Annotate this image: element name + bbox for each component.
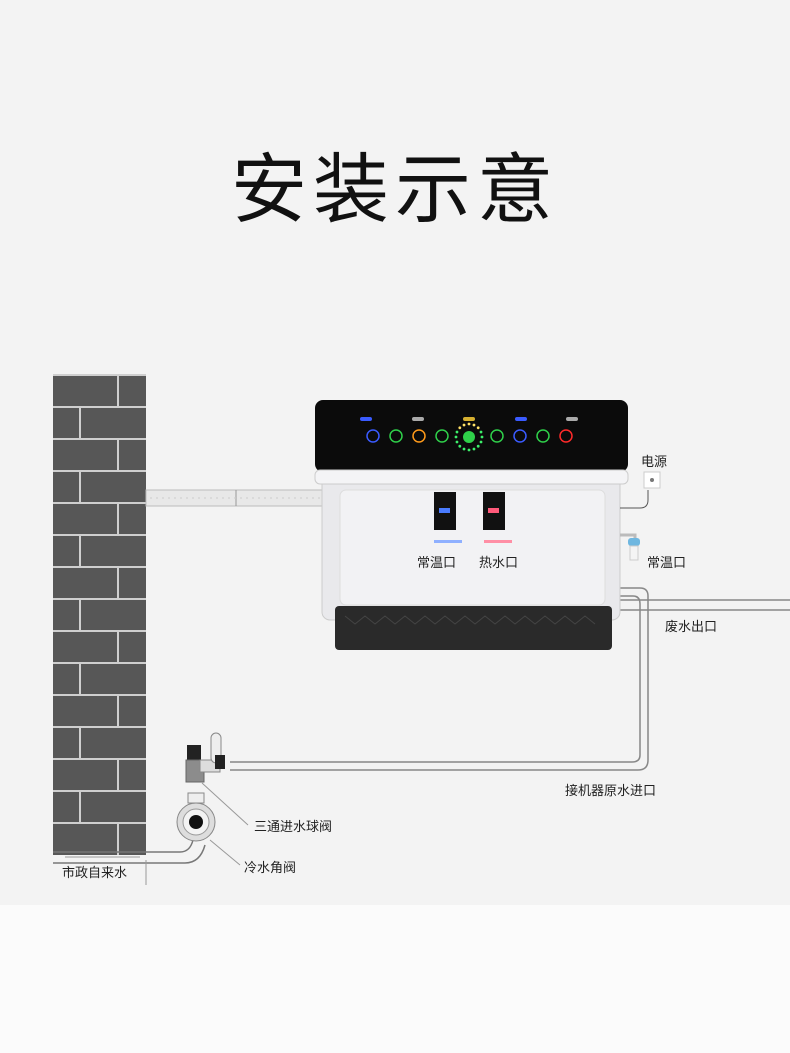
- indicator-light: [515, 417, 527, 421]
- dial-led: [476, 426, 480, 430]
- cold-angle-valve-label: 冷水角阀: [244, 861, 296, 876]
- wall-pipe: [145, 489, 323, 507]
- dial-led: [472, 447, 476, 451]
- panel-button: [366, 429, 380, 443]
- machine-inlet-label: 接机器原水进口: [565, 783, 656, 799]
- side-normal-temp-port-label: 常温口: [647, 556, 686, 571]
- hot-tap: [483, 492, 512, 543]
- three-way-valve-label: 三通进水球阀: [254, 820, 332, 835]
- dial-led: [476, 444, 480, 448]
- side-normal-temp-tap: [620, 533, 640, 561]
- dial-led: [458, 444, 462, 448]
- panel-button: [559, 429, 573, 443]
- dial-led: [455, 440, 459, 444]
- dial-led: [479, 440, 483, 444]
- municipal-pipe: [53, 839, 206, 885]
- dial-led: [454, 435, 458, 439]
- indicator-light: [412, 417, 424, 421]
- panel-button: [412, 429, 426, 443]
- panel-button: [513, 429, 527, 443]
- waste-pipes: [230, 587, 790, 771]
- panel-button: [490, 429, 504, 443]
- main-dial: [463, 431, 475, 443]
- dial-led: [472, 423, 476, 427]
- dial-led: [458, 426, 462, 430]
- three-way-ball-valve: [185, 732, 249, 826]
- dial-led: [455, 430, 459, 434]
- municipal-water-label: 市政自来水: [62, 865, 127, 881]
- panel-button: [389, 429, 403, 443]
- water-dispenser: [314, 400, 661, 650]
- page-title: 安装示意: [231, 145, 559, 234]
- bottom-area: [0, 905, 790, 1053]
- indicator-light: [463, 417, 475, 421]
- indicator-light: [566, 417, 578, 421]
- dial-led: [480, 435, 484, 439]
- dial-led: [479, 430, 483, 434]
- panel-button: [536, 429, 550, 443]
- indicator-light: [360, 417, 372, 421]
- power-socket: [620, 471, 661, 509]
- panel-buttons: [360, 417, 578, 452]
- dial-led: [462, 447, 466, 451]
- drip-tray: [335, 606, 612, 650]
- cold-water-angle-valve: [176, 792, 241, 866]
- dial-led: [462, 423, 466, 427]
- brick-wall: [53, 374, 146, 855]
- cold-tap: [434, 492, 462, 543]
- power-label: 电源: [641, 455, 667, 470]
- dial-led: [467, 448, 471, 452]
- waste-outlet-label: 废水出口: [665, 619, 717, 635]
- normal-temp-port-label: 常温口: [417, 556, 456, 571]
- panel-button: [435, 429, 449, 443]
- dial-led: [467, 422, 471, 426]
- hot-water-port-label: 热水口: [479, 556, 518, 571]
